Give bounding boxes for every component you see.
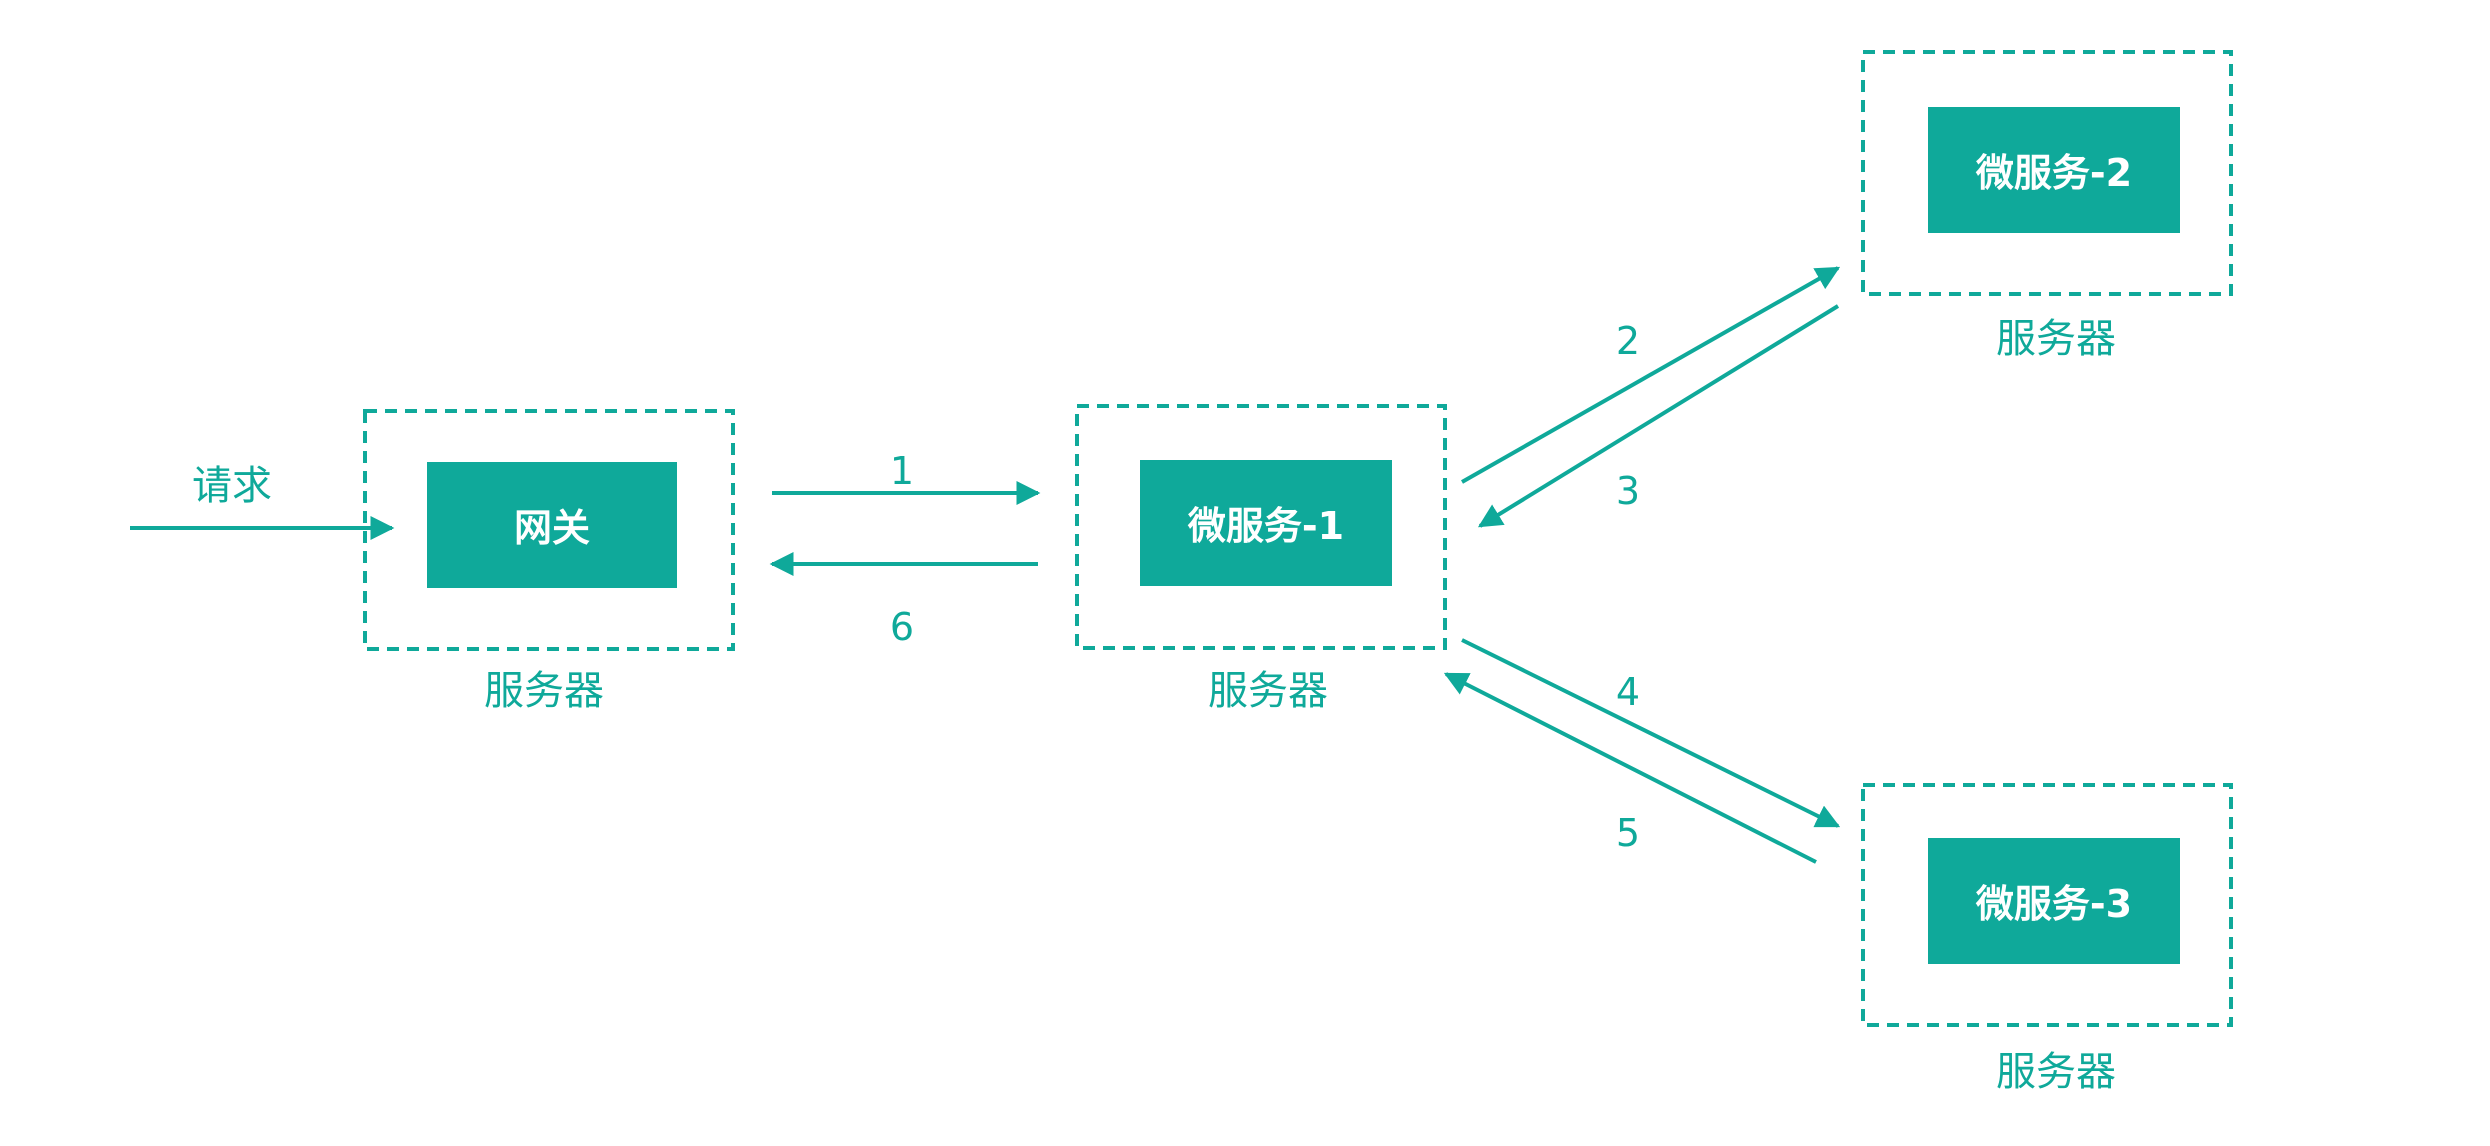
gateway-server-frame [363,409,735,651]
ms3-server-frame [1861,783,2233,1027]
step-3-label: 3 [1616,469,1640,513]
ms3-server-label: 服务器 [1996,1049,2116,1095]
ms1-name: 微服务-1 [1187,504,1344,548]
step-5-arrow [1443,672,1817,864]
step-5-label: 5 [1616,811,1640,855]
request-label: 请求 [192,463,272,509]
ms2-server-label: 服务器 [1996,316,2116,362]
ms2-box [1928,107,2180,233]
ms2-server-frame [1861,50,2233,296]
ms1-server-frame [1075,404,1447,650]
step-3-arrow [1477,304,1840,528]
ms1-server-label: 服务器 [1208,668,1328,714]
step-2-label: 2 [1616,319,1640,363]
step-4-arrow [1461,638,1841,828]
step-4-label: 4 [1616,670,1640,714]
gateway-server-label: 服务器 [484,668,604,714]
gateway-name: 网关 [514,506,590,550]
step-6-label: 6 [890,605,914,649]
ms2-name: 微服务-2 [1975,151,2132,195]
ms1-box [1140,460,1392,586]
step-2-arrow [1461,266,1841,484]
gateway-box [427,462,677,588]
ms3-name: 微服务-3 [1975,882,2132,926]
ms3-box [1928,838,2180,964]
step-1-label: 1 [890,449,914,493]
